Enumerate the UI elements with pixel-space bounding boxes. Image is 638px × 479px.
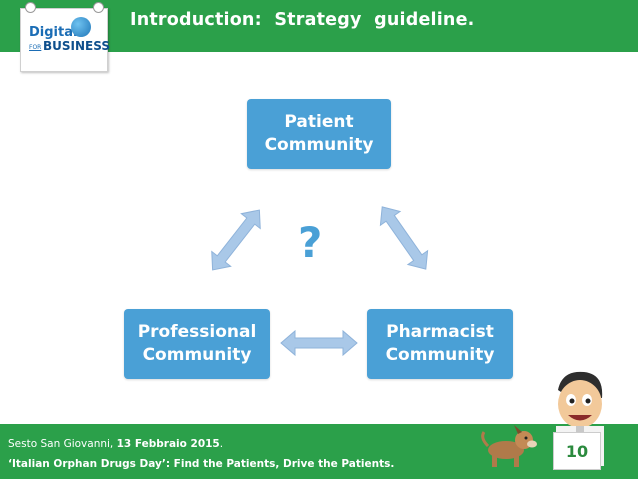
node-professional-community: Professional Community <box>124 309 270 379</box>
page-number-badge: 10 <box>553 432 601 470</box>
node-pharmacist-community: Pharmacist Community <box>367 309 513 379</box>
dog-illustration <box>481 425 537 467</box>
question-mark: ? <box>298 218 323 267</box>
logo-text-business: BUSINESS <box>43 39 110 53</box>
footer-period: . <box>219 438 224 450</box>
pushpin-icon <box>93 2 104 13</box>
logo-text-for: FOR <box>29 44 42 51</box>
globe-icon <box>71 17 91 37</box>
node-patient-community: Patient Community <box>247 99 391 169</box>
arrow-professional-pharmacist <box>280 330 358 356</box>
pushpin-icon <box>25 2 36 13</box>
slide-title: Introduction: Strategy guideline. <box>130 10 475 30</box>
footer-bar <box>0 424 638 479</box>
arrow-professional-patient <box>202 202 270 278</box>
footer-event-title: ‘Italian Orphan Drugs Day’: Find the Pat… <box>8 458 395 470</box>
node-patient-label: Patient Community <box>264 112 374 155</box>
arrow-patient-pharmacist <box>371 199 437 277</box>
footer-place: Sesto San Giovanni, <box>8 438 117 450</box>
page-number: 10 <box>565 441 589 461</box>
node-pharmacist-label: Pharmacist Community <box>385 322 495 365</box>
digital-for-business-logo: Digital FOR BUSINESS <box>20 2 110 72</box>
logo-text-digital: Digital <box>29 25 78 40</box>
footer-date: 13 Febbraio 2015 <box>116 438 220 450</box>
footer-place-date: Sesto San Giovanni, 13 Febbraio 2015. <box>8 438 223 450</box>
node-professional-label: Professional Community <box>137 322 257 365</box>
